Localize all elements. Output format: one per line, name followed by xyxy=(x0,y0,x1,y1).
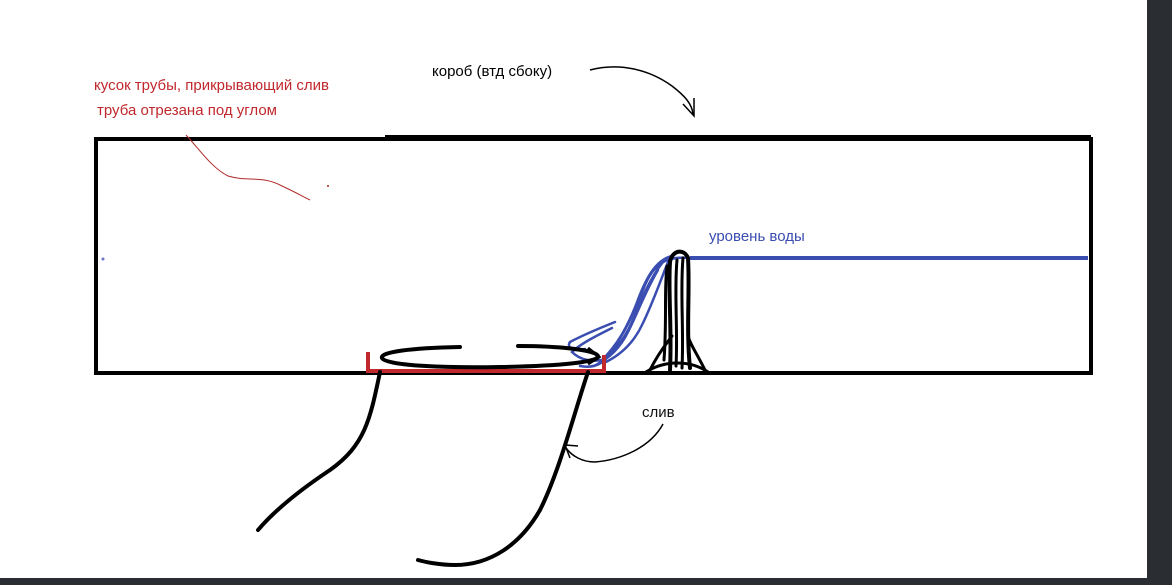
drain-pipe-left xyxy=(256,370,382,532)
stump xyxy=(644,249,710,374)
drain-opening xyxy=(380,344,600,370)
cover-label-line2: труба отрезана под углом xyxy=(97,102,277,119)
drain-pipe-right xyxy=(416,370,590,568)
drain-arrow xyxy=(565,423,664,463)
drawing-canvas: кусок трубы, прикрывающий слив труба отр… xyxy=(0,0,1147,578)
drain-label: слив xyxy=(642,404,675,421)
box-arrow xyxy=(589,66,694,115)
stray-dot-red xyxy=(327,185,329,187)
box-arrow-head xyxy=(682,98,695,118)
cover-pipe xyxy=(366,352,606,373)
stray-dot-blue xyxy=(101,257,105,261)
cover-label-line1: кусок трубы, прикрывающий слив xyxy=(94,77,330,94)
cover-pointer xyxy=(185,134,311,201)
water-level-label: уровень воды xyxy=(709,228,805,245)
drain-arrow-head xyxy=(563,444,579,459)
box-label: короб (втд сбоку) xyxy=(432,63,553,80)
drain-opening-arrow xyxy=(587,346,602,366)
sketch xyxy=(94,66,1093,568)
